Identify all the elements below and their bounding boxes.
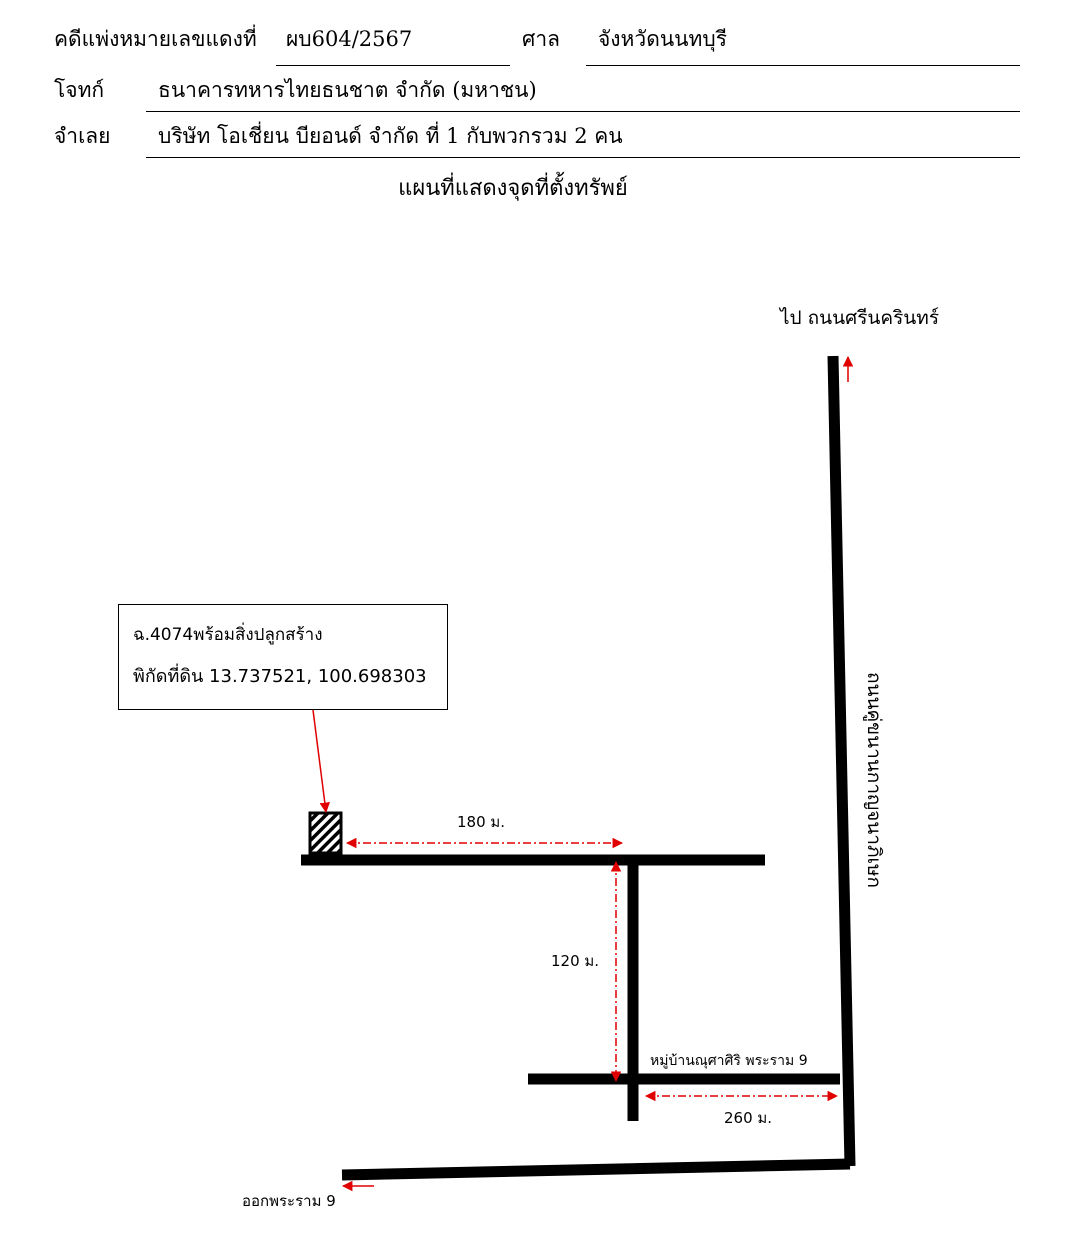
coordinates-text: พิกัดที่ดิน 13.737521, 100.698303 [133,666,427,687]
court-label: ศาล [522,27,560,51]
plaintiff-label: โจทก์ [54,78,105,102]
to-srinakarin-label: ไป ถนนศรีนครินทร์ [780,307,940,329]
frontage-road-label: ถนนคู่ขนานกาญจนาภิเษก [863,671,885,889]
court-rule [586,65,1020,66]
defendant-name: บริษัท โอเชี่ยน บียอนด์ จำกัด ที่ 1 กับพ… [158,124,623,148]
village-label: หมู่บ้านณุศาศิริ พระราม 9 [650,1053,808,1069]
distance-label-180: 180 ม. [457,813,506,831]
rama9-road [341,1158,851,1181]
court-name: จังหวัดนนทบุรี [598,27,727,51]
plaintiff-name: ธนาคารทหารไทยธนชาต จำกัด (มหาชน) [158,78,537,102]
property-callout: ฉ.4074พร้อมสิ่งปลูกสร้าง พิกัดที่ดิน 13.… [118,604,448,710]
frontage-road [827,355,856,1167]
defendant-label: จำเลย [54,124,111,148]
distance-label-260: 260 ม. [724,1109,773,1127]
plaintiff-rule [146,111,1020,112]
map-title: แผนที่แสดงจุดที่ตั้งทรัพย์ [398,176,628,201]
case-number-label: คดีแพ่งหมายเลขแดงที่ [54,27,257,51]
exit-rama9-label: ออกพระราม 9 [242,1192,336,1210]
defendant-rule [146,157,1020,158]
case-number-rule [276,65,510,66]
title-deed-text: ฉ.4074พร้อมสิ่งปลูกสร้าง [133,625,323,645]
case-number-value: ผบ604/2567 [286,27,413,51]
property-marker [308,811,343,855]
callout-pointer [312,709,331,814]
distance-label-120: 120 ม. [551,952,600,970]
